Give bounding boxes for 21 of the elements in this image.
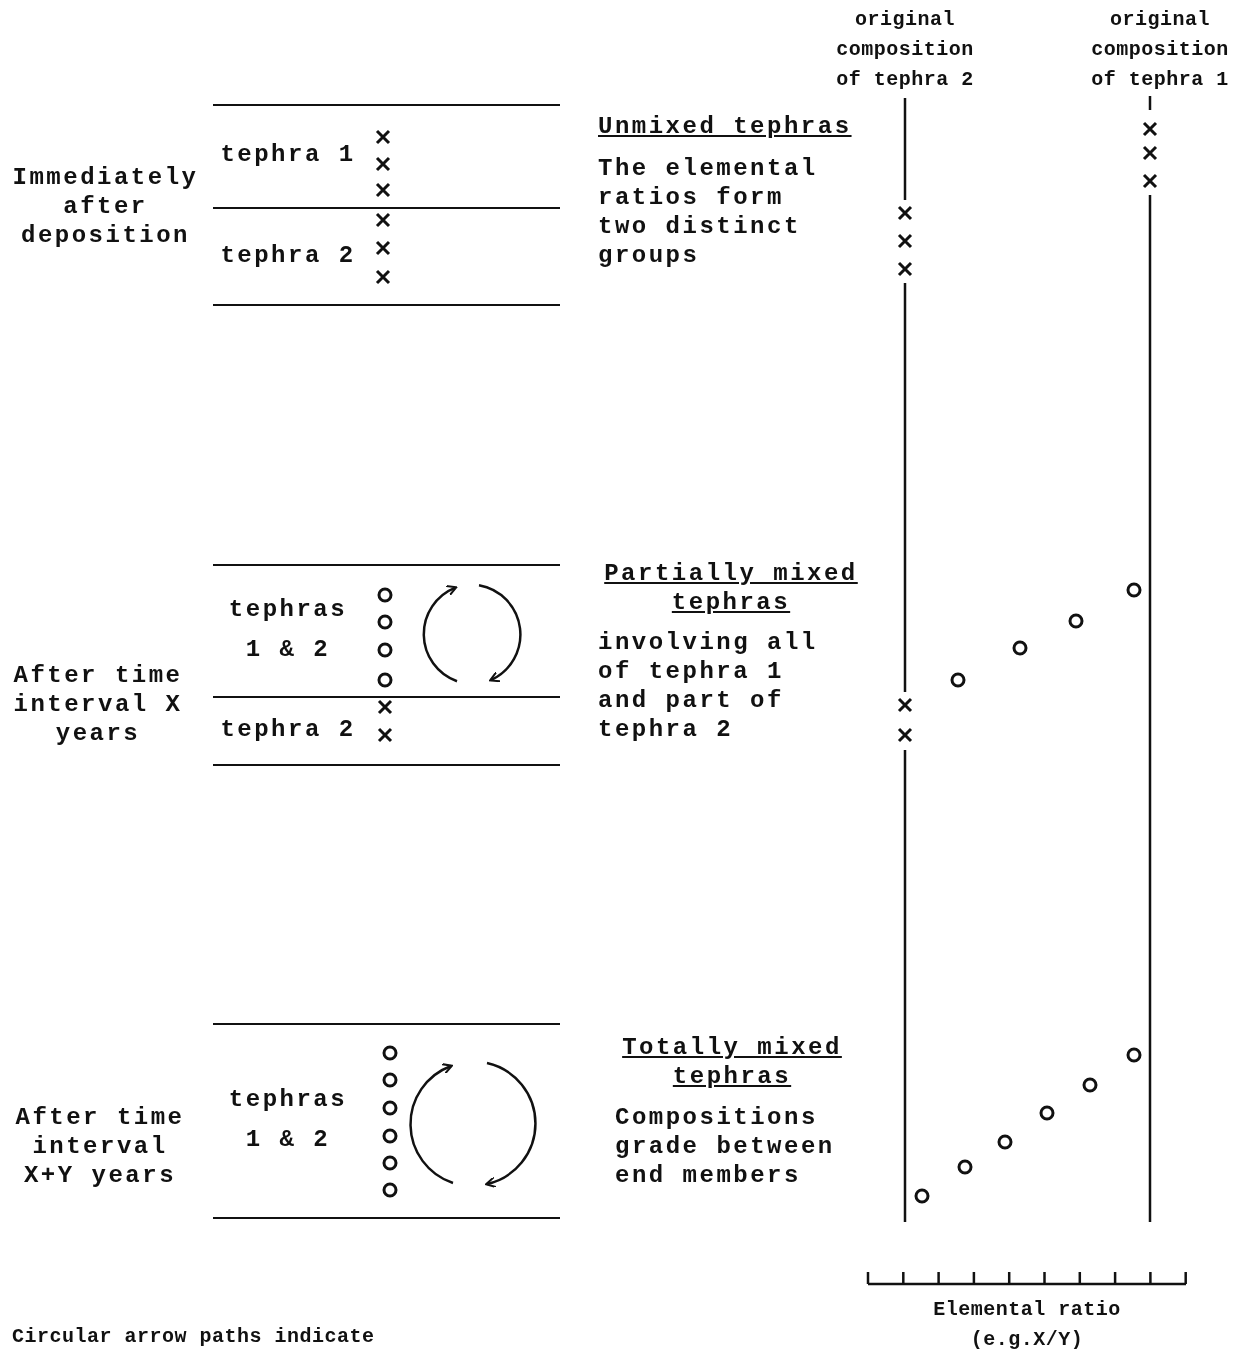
annotation-text: The elemental ratios form two distinct groups	[598, 154, 819, 270]
annotation-text: After time interval X years	[12, 661, 184, 748]
annotation-text: After time interval X+Y years	[14, 1103, 186, 1190]
annotation-text: Compositions grade between end members	[615, 1103, 836, 1190]
annotation-text: original composition of tephra 1	[1090, 7, 1230, 93]
layer-label: tephras 1 & 2	[227, 1085, 349, 1155]
sediment-layer	[213, 1023, 560, 1219]
layer-label: tephras 1 & 2	[227, 594, 349, 665]
layer-label: tephra 2	[219, 240, 357, 271]
layer-label: tephra 2	[219, 715, 357, 745]
axis-label: Elemental ratio (e.g.X/Y)	[932, 1297, 1122, 1353]
annotation-text: Immediately after deposition	[11, 163, 200, 250]
layer-label: tephra 1	[219, 140, 357, 170]
section-heading: Partially mixed tephras	[603, 559, 859, 617]
section-heading: Unmixed tephras	[598, 112, 853, 141]
annotation-text: original composition of tephra 2	[835, 7, 975, 93]
sediment-layer	[213, 696, 560, 766]
annotation-text: Circular arrow paths indicate	[12, 1324, 376, 1350]
sediment-layer	[213, 207, 560, 306]
section-heading: Totally mixed tephras	[621, 1033, 843, 1091]
annotation-text: involving all of tephra 1 and part of tephra 2	[598, 628, 819, 744]
